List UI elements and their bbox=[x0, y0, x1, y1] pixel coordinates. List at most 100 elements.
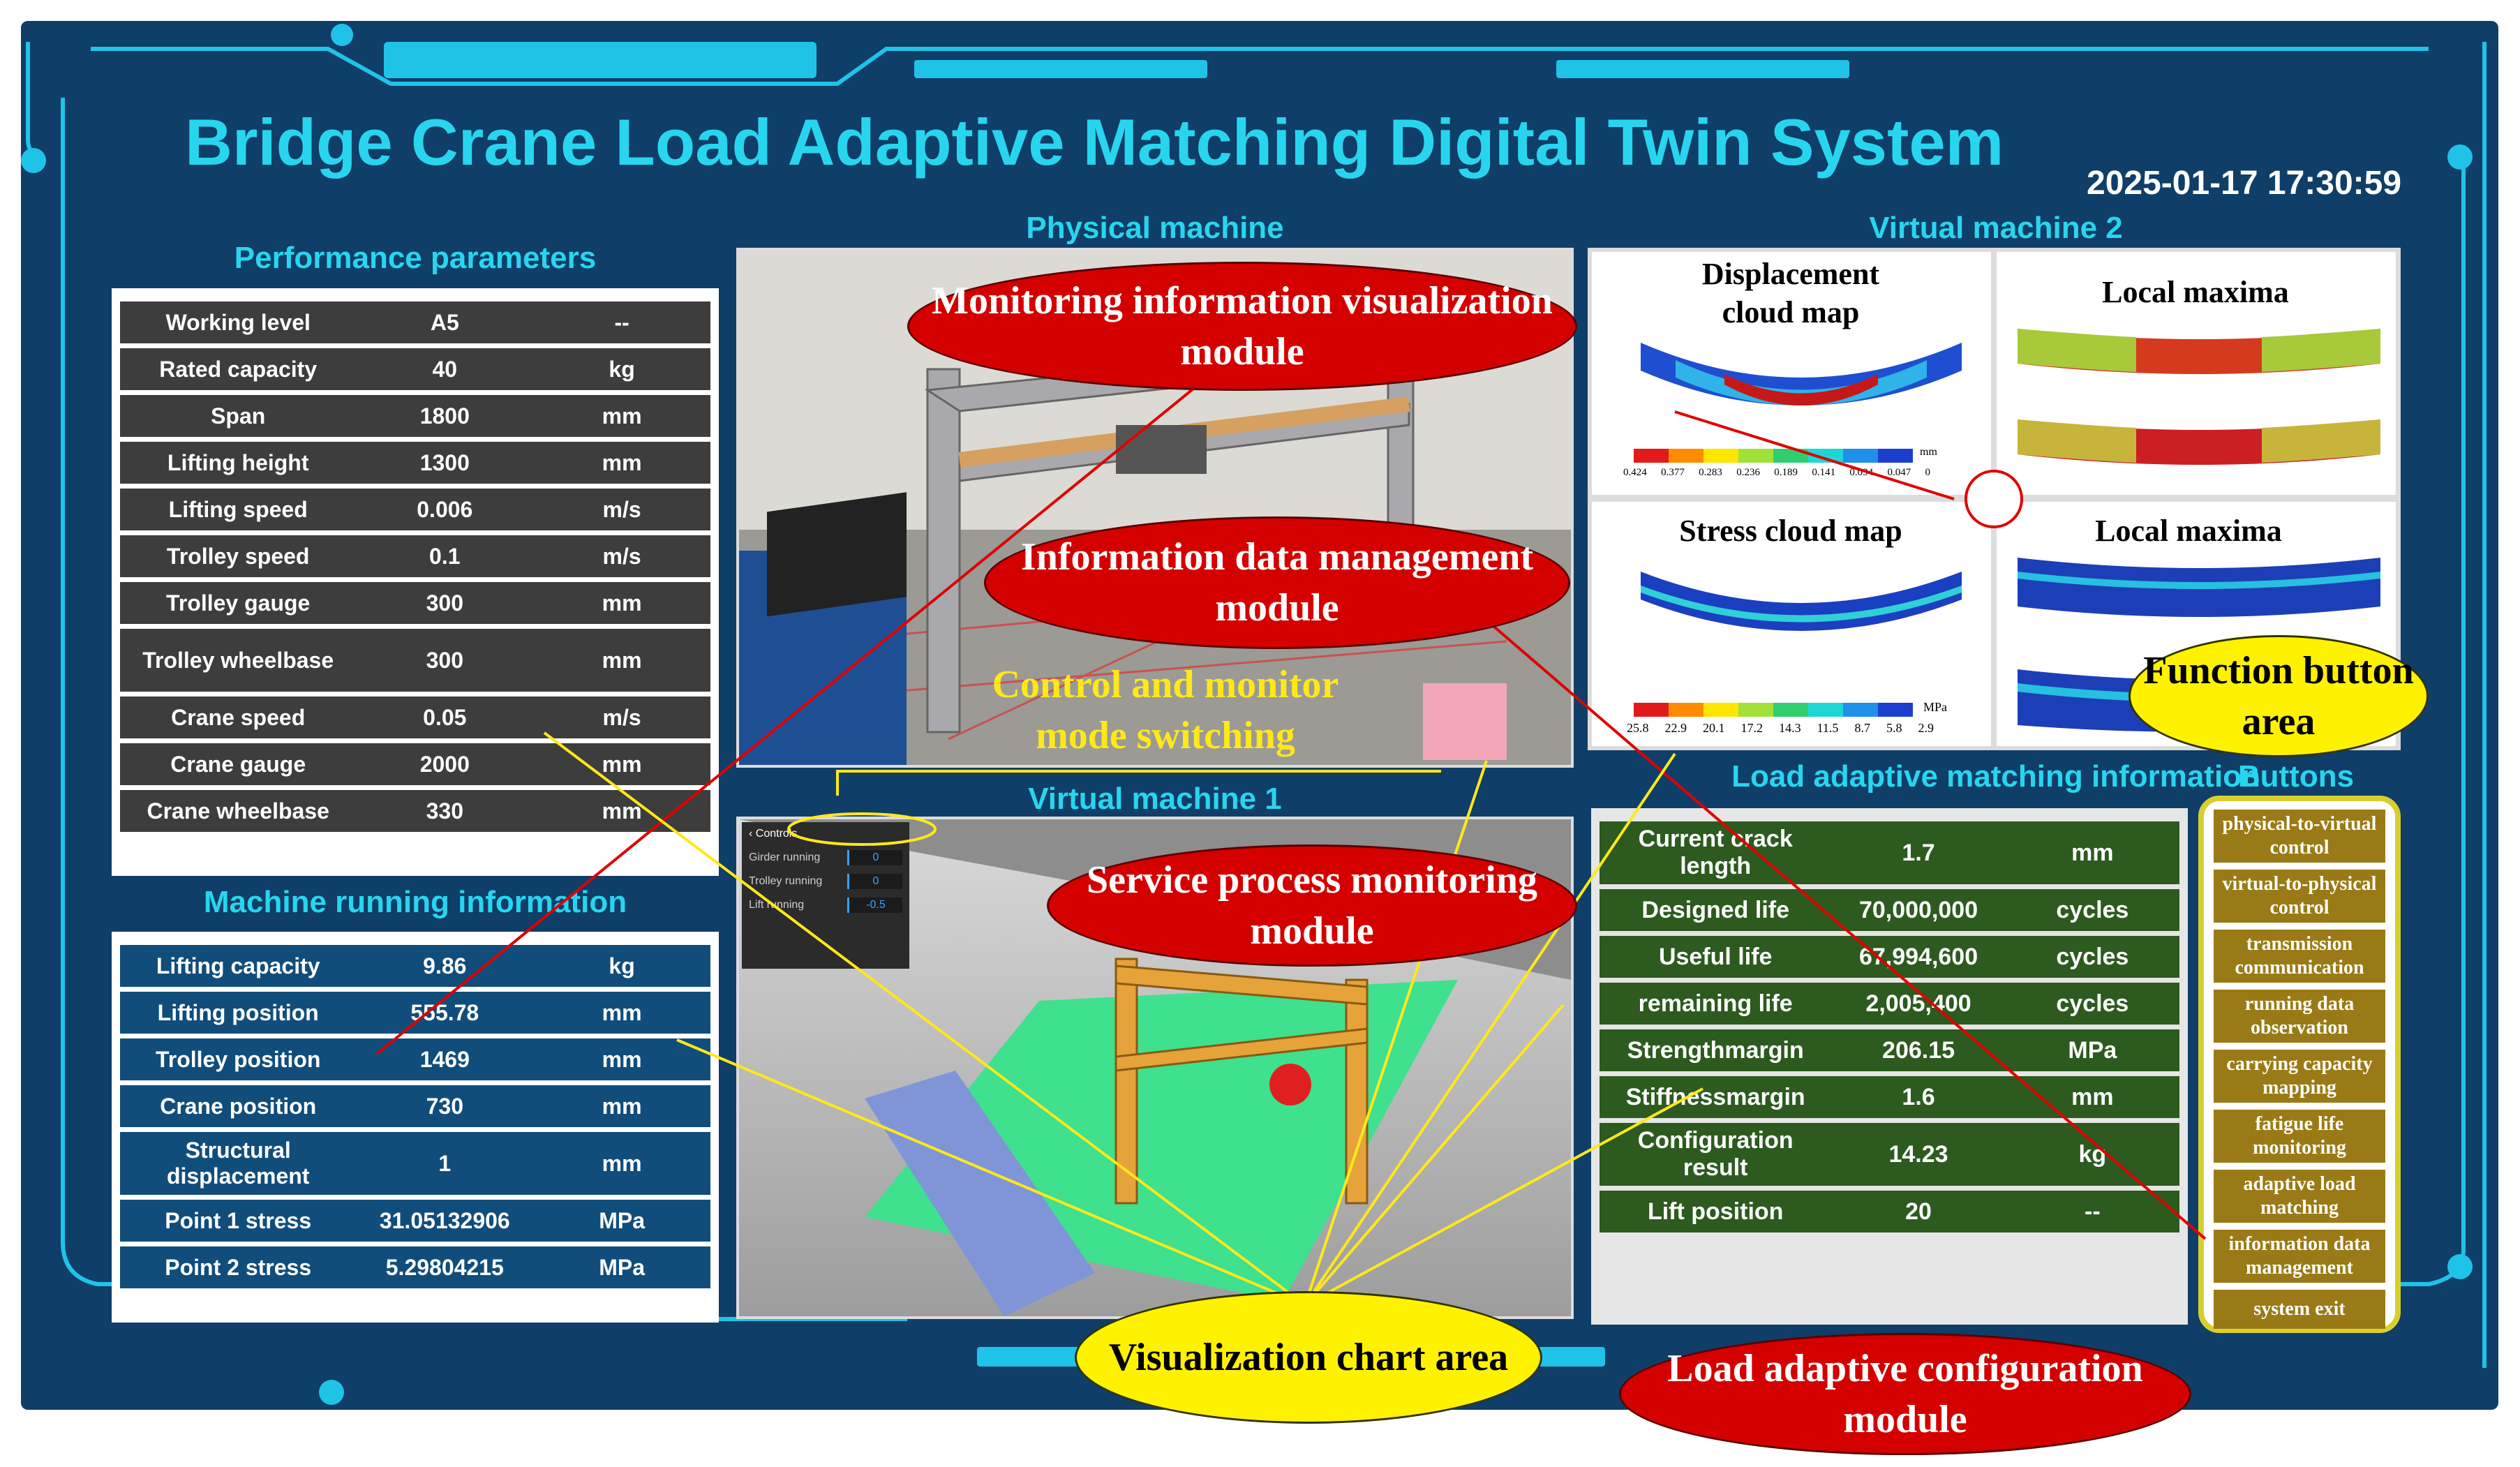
displacement-map-title: Displacement cloud map bbox=[1701, 257, 1880, 329]
function-button-virtual-to-physical-control[interactable]: virtual-to-physical control bbox=[2214, 870, 2385, 923]
scale-tick-label: 22.9 bbox=[1664, 721, 1687, 735]
load-value: 1.7 bbox=[1831, 821, 2006, 884]
running-label: Point 1 stress bbox=[120, 1200, 357, 1242]
function-button-physical-to-virtual-control[interactable]: physical-to-virtual control bbox=[2214, 810, 2385, 863]
stress-unit: MPa bbox=[1923, 700, 1948, 714]
timestamp: 2025-01-17 17:30:59 bbox=[2087, 165, 2402, 202]
performance-value: 0.006 bbox=[356, 489, 534, 530]
running-value: 9.86 bbox=[356, 945, 534, 987]
control-value-input[interactable]: 0 bbox=[847, 874, 902, 889]
performance-unit: mm bbox=[533, 743, 710, 785]
scale-tick-label: 0.047 bbox=[1887, 467, 1911, 478]
running-label: Trolley position bbox=[120, 1038, 357, 1080]
scale-tick-label: 0 bbox=[1925, 467, 1931, 478]
performance-label: Trolley wheelbase bbox=[120, 629, 357, 692]
performance-label: Lifting speed bbox=[120, 489, 357, 530]
control-label: Trolley running bbox=[749, 875, 823, 887]
scale-tick-label: 5.8 bbox=[1886, 721, 1902, 735]
performance-label: Crane gauge bbox=[120, 743, 357, 785]
scale-tick-label: 8.7 bbox=[1854, 721, 1870, 735]
control-value-input[interactable]: 0 bbox=[847, 850, 902, 865]
stress-map-title: Stress cloud map bbox=[1679, 514, 1902, 548]
scale-tick-label: 0.189 bbox=[1774, 467, 1798, 478]
function-button-carrying-capacity-mapping[interactable]: carrying capacity mapping bbox=[2214, 1050, 2385, 1103]
load-value: 20 bbox=[1831, 1191, 2006, 1233]
load-label: remaining life bbox=[1600, 983, 1832, 1025]
scale-tick-label: 0.141 bbox=[1812, 467, 1836, 478]
running-label: Lifting capacity bbox=[120, 945, 357, 987]
controls-header[interactable]: ‹ Controls bbox=[749, 828, 798, 840]
control-value-input[interactable]: -0.5 bbox=[847, 898, 902, 913]
scale-tick-label: 0.424 bbox=[1623, 467, 1647, 478]
load-unit: cycles bbox=[2005, 889, 2179, 931]
load-value: 2,005,400 bbox=[1831, 983, 2006, 1025]
virtual2-heading: Virtual machine 2 bbox=[1869, 211, 2123, 245]
buttons-heading: Buttons bbox=[2237, 759, 2355, 794]
function-button-running-data-observation[interactable]: running data observation bbox=[2214, 990, 2385, 1043]
function-button-system-exit[interactable]: system exit bbox=[2214, 1290, 2385, 1329]
running-unit: mm bbox=[533, 992, 710, 1034]
running-label: Lifting position bbox=[120, 992, 357, 1034]
displacement-unit: mm bbox=[1920, 446, 1937, 458]
load-label: Useful life bbox=[1600, 936, 1832, 978]
performance-value: 2000 bbox=[356, 743, 534, 785]
performance-label: Trolley speed bbox=[120, 535, 357, 577]
control-label: Lift running bbox=[749, 899, 805, 911]
performance-unit: mm bbox=[533, 629, 710, 692]
load-unit: mm bbox=[2005, 821, 2179, 884]
control-row: Trolley running 0 bbox=[742, 870, 909, 893]
performance-heading: Performance parameters bbox=[234, 241, 597, 275]
function-button-transmission-communication[interactable]: transmission communication bbox=[2214, 930, 2385, 983]
scale-tick-label: 14.3 bbox=[1779, 721, 1801, 735]
controls-header-label: Controls bbox=[755, 828, 798, 840]
local-maxima-beams-1 bbox=[2018, 329, 2380, 465]
performance-unit: mm bbox=[533, 395, 710, 437]
performance-label: Lifting height bbox=[120, 442, 357, 484]
function-button-adaptive-load-matching[interactable]: adaptive load matching bbox=[2214, 1170, 2385, 1223]
callout-info-data-module: Information data management module bbox=[984, 516, 1570, 649]
function-button-information-data-management[interactable]: information data management bbox=[2214, 1230, 2385, 1283]
load-value: 1.6 bbox=[1831, 1076, 2006, 1118]
load-unit: cycles bbox=[2005, 983, 2179, 1025]
performance-unit: m/s bbox=[533, 489, 710, 530]
load-label: Stiffnessmargin bbox=[1600, 1076, 1832, 1118]
performance-unit: kg bbox=[533, 348, 710, 390]
performance-unit: mm bbox=[533, 442, 710, 484]
load-label: Lift position bbox=[1600, 1191, 1832, 1233]
performance-value: 330 bbox=[356, 790, 534, 832]
function-button-list: physical-to-virtual control virtual-to-ph… bbox=[2214, 810, 2385, 1329]
running-unit: mm bbox=[533, 1085, 710, 1127]
load-unit: mm bbox=[2005, 1076, 2179, 1118]
running-unit: mm bbox=[533, 1038, 710, 1080]
performance-value: 1300 bbox=[356, 442, 534, 484]
running-unit: MPa bbox=[533, 1200, 710, 1242]
scale-tick-label: 25.8 bbox=[1627, 721, 1649, 735]
performance-label: Crane speed bbox=[120, 697, 357, 738]
performance-unit: -- bbox=[533, 301, 710, 343]
local-maxima-title-2: Local maxima bbox=[2095, 514, 2282, 548]
performance-label: Crane wheelbase bbox=[120, 790, 357, 832]
control-row: Lift running -0.5 bbox=[742, 893, 909, 917]
running-unit: kg bbox=[533, 945, 710, 987]
function-button-fatigue-life-monitoring[interactable]: fatigue life monitoring bbox=[2214, 1110, 2385, 1163]
performance-value: 1800 bbox=[356, 395, 534, 437]
performance-value: A5 bbox=[356, 301, 534, 343]
scale-tick-label: 0.094 bbox=[1849, 467, 1874, 478]
